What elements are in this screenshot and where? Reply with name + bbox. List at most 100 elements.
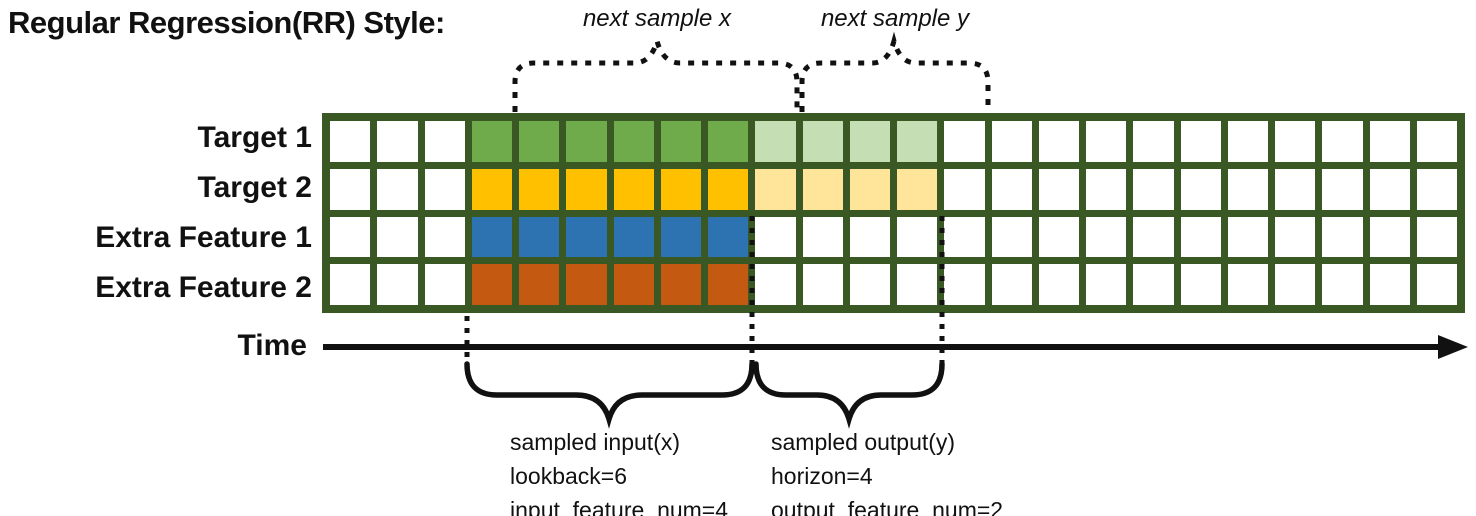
time-label: Time xyxy=(237,329,307,362)
grid-cell xyxy=(755,168,796,210)
grid-cell xyxy=(519,216,560,258)
grid-cell xyxy=(613,264,654,305)
grid-cell xyxy=(755,264,796,305)
grid-cell xyxy=(660,121,701,162)
grid-cell xyxy=(471,264,512,305)
grid-cell xyxy=(1369,121,1410,162)
grid-cell xyxy=(991,264,1032,305)
grid-cell xyxy=(1086,168,1127,210)
grid-cell xyxy=(330,264,371,305)
grid-cell xyxy=(1038,168,1079,210)
grid-cell xyxy=(802,168,843,210)
grid-cell xyxy=(849,216,890,258)
grid-cell xyxy=(802,264,843,305)
grid-cell xyxy=(1133,168,1174,210)
grid-cell xyxy=(944,168,985,210)
grid-cell xyxy=(1369,264,1410,305)
grid-cell xyxy=(944,121,985,162)
grid-cell xyxy=(1086,121,1127,162)
grid-cell xyxy=(613,216,654,258)
grid-cell xyxy=(1133,121,1174,162)
grid-cell xyxy=(1086,216,1127,258)
grid-cell xyxy=(1227,168,1268,210)
sampled-input-title: sampled input(x) xyxy=(510,429,681,455)
grid-cell xyxy=(471,121,512,162)
grid-cell xyxy=(566,216,607,258)
grid-cell xyxy=(330,168,371,210)
grid-cell xyxy=(1275,168,1316,210)
grid-cell xyxy=(802,121,843,162)
grid-cell xyxy=(1416,264,1457,305)
page-title: Regular Regression(RR) Style: xyxy=(8,5,445,40)
grid-cell xyxy=(944,216,985,258)
next-sample-y-label: next sample y xyxy=(820,5,970,32)
grid-cell xyxy=(424,121,465,162)
grid-cell xyxy=(424,216,465,258)
grid-cell xyxy=(660,168,701,210)
grid-cell xyxy=(897,121,938,162)
grid-cell xyxy=(944,264,985,305)
grid-cell xyxy=(708,168,749,210)
grid-cell xyxy=(377,216,418,258)
grid-cell xyxy=(897,216,938,258)
grid-cell xyxy=(613,168,654,210)
grid-cell xyxy=(849,121,890,162)
row-label-extra-feature-1: Extra Feature 1 xyxy=(95,221,312,254)
grid-cell xyxy=(330,121,371,162)
horizon-value: horizon=4 xyxy=(771,463,873,489)
grid-cell xyxy=(1227,121,1268,162)
grid-cell xyxy=(424,264,465,305)
grid-cell xyxy=(1369,216,1410,258)
grid-cell xyxy=(566,121,607,162)
grid-cell xyxy=(471,216,512,258)
grid-cell xyxy=(708,121,749,162)
grid-cell xyxy=(991,168,1032,210)
grid-cell xyxy=(1227,216,1268,258)
grid-cell xyxy=(1180,216,1221,258)
grid-cell xyxy=(1416,121,1457,162)
row-label-extra-feature-2: Extra Feature 2 xyxy=(95,271,312,304)
grid-cell xyxy=(897,264,938,305)
grid-cell xyxy=(1416,168,1457,210)
grid-cell xyxy=(1180,121,1221,162)
grid-cell xyxy=(897,168,938,210)
grid-cell xyxy=(1275,264,1316,305)
grid-cell xyxy=(1227,264,1268,305)
grid-cell xyxy=(377,264,418,305)
grid-cell xyxy=(519,264,560,305)
grid-cell xyxy=(330,216,371,258)
grid-cell xyxy=(802,216,843,258)
grid-cell xyxy=(566,168,607,210)
sampled-output-title: sampled output(y) xyxy=(771,429,956,455)
grid-cell xyxy=(377,121,418,162)
grid-cell xyxy=(1133,264,1174,305)
grid-cell xyxy=(424,168,465,210)
grid-cell xyxy=(849,264,890,305)
grid-cell xyxy=(1322,168,1363,210)
grid-cell xyxy=(660,264,701,305)
sample-grid xyxy=(322,113,1465,313)
grid-cell xyxy=(849,168,890,210)
grid-cell xyxy=(1416,216,1457,258)
input-feature-num: input_feature_num=4 xyxy=(510,497,729,516)
row-label-target-2: Target 2 xyxy=(197,171,312,204)
grid-cell xyxy=(755,121,796,162)
sampled-input-brace xyxy=(464,361,755,429)
sampled-output-brace xyxy=(753,361,945,429)
grid-cell xyxy=(991,121,1032,162)
grid-cell xyxy=(1086,264,1127,305)
grid-cell xyxy=(519,121,560,162)
lookback-value: lookback=6 xyxy=(510,463,627,489)
sampled-output-note: sampled output(y) horizon=4 output_featu… xyxy=(771,425,1003,516)
grid-cell xyxy=(991,216,1032,258)
output-feature-num: output_feature_num=2 xyxy=(771,497,1004,516)
grid-cell xyxy=(613,121,654,162)
grid-cell xyxy=(708,264,749,305)
grid-cell xyxy=(1180,264,1221,305)
grid-cell xyxy=(1180,168,1221,210)
next-sample-x-label: next sample x xyxy=(582,5,732,32)
grid-cell xyxy=(566,264,607,305)
grid-cell xyxy=(1038,216,1079,258)
